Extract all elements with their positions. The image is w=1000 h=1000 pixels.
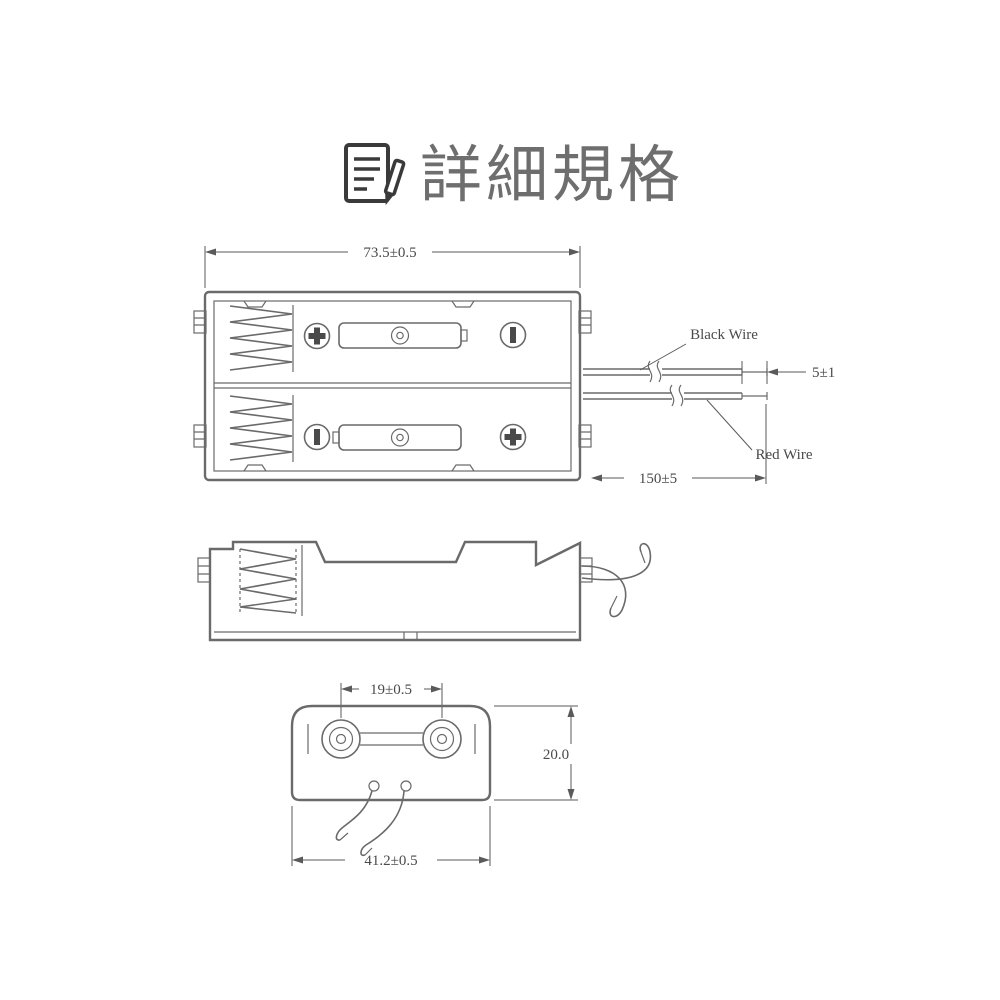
lead-wires: Black Wire Red Wire bbox=[583, 327, 813, 463]
dim-bottom-width: 41.2±0.5 bbox=[291, 806, 491, 869]
red-wire-label: Red Wire bbox=[755, 447, 812, 463]
negative-terminal-icon bbox=[303, 423, 331, 451]
spring-side bbox=[239, 548, 297, 614]
title-row: 詳細規格 bbox=[340, 140, 684, 212]
dim-top-width: 73.5±0.5 bbox=[204, 245, 581, 288]
positive-terminal-icon bbox=[303, 322, 331, 350]
dim-label-hole-spacing: 19±0.5 bbox=[370, 682, 412, 698]
page-title: 詳細規格 bbox=[420, 141, 685, 210]
mounting-ears bbox=[193, 310, 592, 448]
rivet-right bbox=[422, 719, 462, 759]
battery-slot-bottom bbox=[332, 424, 462, 451]
document-pen-icon bbox=[344, 143, 406, 206]
dim-strip-length: 5±1 bbox=[741, 361, 835, 384]
battery-slot-top bbox=[338, 322, 468, 349]
top-view bbox=[193, 290, 592, 482]
dim-wire-length: 150±5 bbox=[591, 404, 767, 487]
dim-label-body-height: 20.0 bbox=[543, 747, 569, 763]
bottom-view bbox=[290, 704, 492, 857]
positive-terminal-icon bbox=[499, 423, 527, 451]
black-wire-label: Black Wire bbox=[690, 327, 758, 343]
dim-label-top-width: 73.5±0.5 bbox=[363, 245, 416, 261]
dim-hole-spacing: 19±0.5 bbox=[340, 682, 443, 718]
negative-terminal-icon bbox=[499, 321, 527, 349]
side-view bbox=[197, 540, 652, 642]
dim-body-height: 20.0 bbox=[494, 705, 578, 801]
dim-label-bottom-width: 41.2±0.5 bbox=[364, 853, 417, 869]
spring-top bbox=[229, 305, 293, 371]
dim-label-strip: 5±1 bbox=[812, 365, 835, 381]
rivet-left bbox=[321, 719, 361, 759]
dim-label-wire-length: 150±5 bbox=[639, 471, 677, 487]
spring-bottom bbox=[229, 395, 293, 461]
